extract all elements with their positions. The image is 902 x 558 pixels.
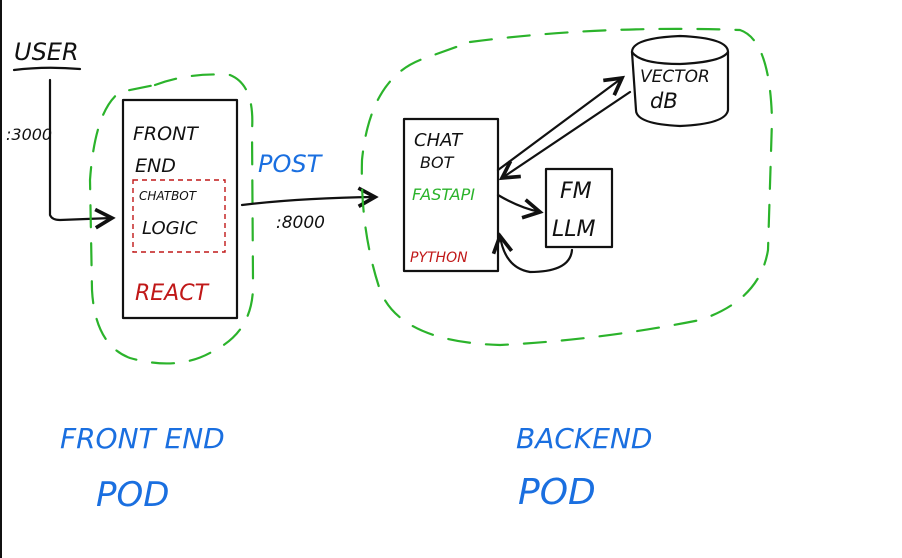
- vectordb-to-chatbot-arrow: [502, 90, 632, 178]
- user-port-label: :3000: [6, 125, 52, 144]
- backend-pod-label-line2: POD: [518, 472, 596, 513]
- llm-box: [544, 167, 614, 249]
- frontend-box: [121, 98, 239, 320]
- frontend-pod-boundary: [88, 73, 255, 365]
- post-label: POST: [258, 150, 324, 178]
- llm-to-chatbot-arrow: [500, 236, 574, 274]
- chatbot-language-label: PYTHON: [410, 250, 468, 266]
- frontend-title-line1: FRONT: [133, 123, 199, 145]
- backend-pod-boundary: [360, 27, 774, 347]
- chatbot-framework-label: FASTAPI: [412, 185, 475, 204]
- llm-line2: LLM: [552, 217, 596, 242]
- backend-pod-label-line1: BACKEND: [516, 422, 652, 455]
- chatbot-logic-box: [132, 179, 226, 253]
- chatbot-to-vectordb-arrow: [496, 78, 622, 172]
- frontend-title-line2: END: [135, 155, 176, 177]
- vector-db-line1: VECTOR: [640, 67, 710, 87]
- user-to-frontend-arrow: [48, 78, 112, 220]
- chatbot-title-line2: BOT: [420, 153, 455, 172]
- frontend-to-backend-arrow: [240, 197, 375, 205]
- vector-db-cylinder: [630, 34, 730, 128]
- chatbot-logic-line1: CHATBOT: [139, 189, 198, 203]
- user-underline: [12, 66, 82, 72]
- chatbot-logic-line2: LOGIC: [142, 218, 198, 239]
- chatbot-to-llm-arrow: [496, 193, 540, 212]
- chatbot-title-line1: CHAT: [414, 130, 464, 151]
- frontend-pod-label-line2: POD: [96, 475, 169, 515]
- vector-db-line2: dB: [650, 89, 678, 113]
- post-port-label: :8000: [276, 213, 325, 233]
- frontend-pod-label-line1: FRONT END: [60, 422, 225, 455]
- llm-line1: FM: [560, 179, 592, 204]
- user-label: USER: [14, 38, 79, 66]
- frontend-tech-label: REACT: [135, 281, 210, 306]
